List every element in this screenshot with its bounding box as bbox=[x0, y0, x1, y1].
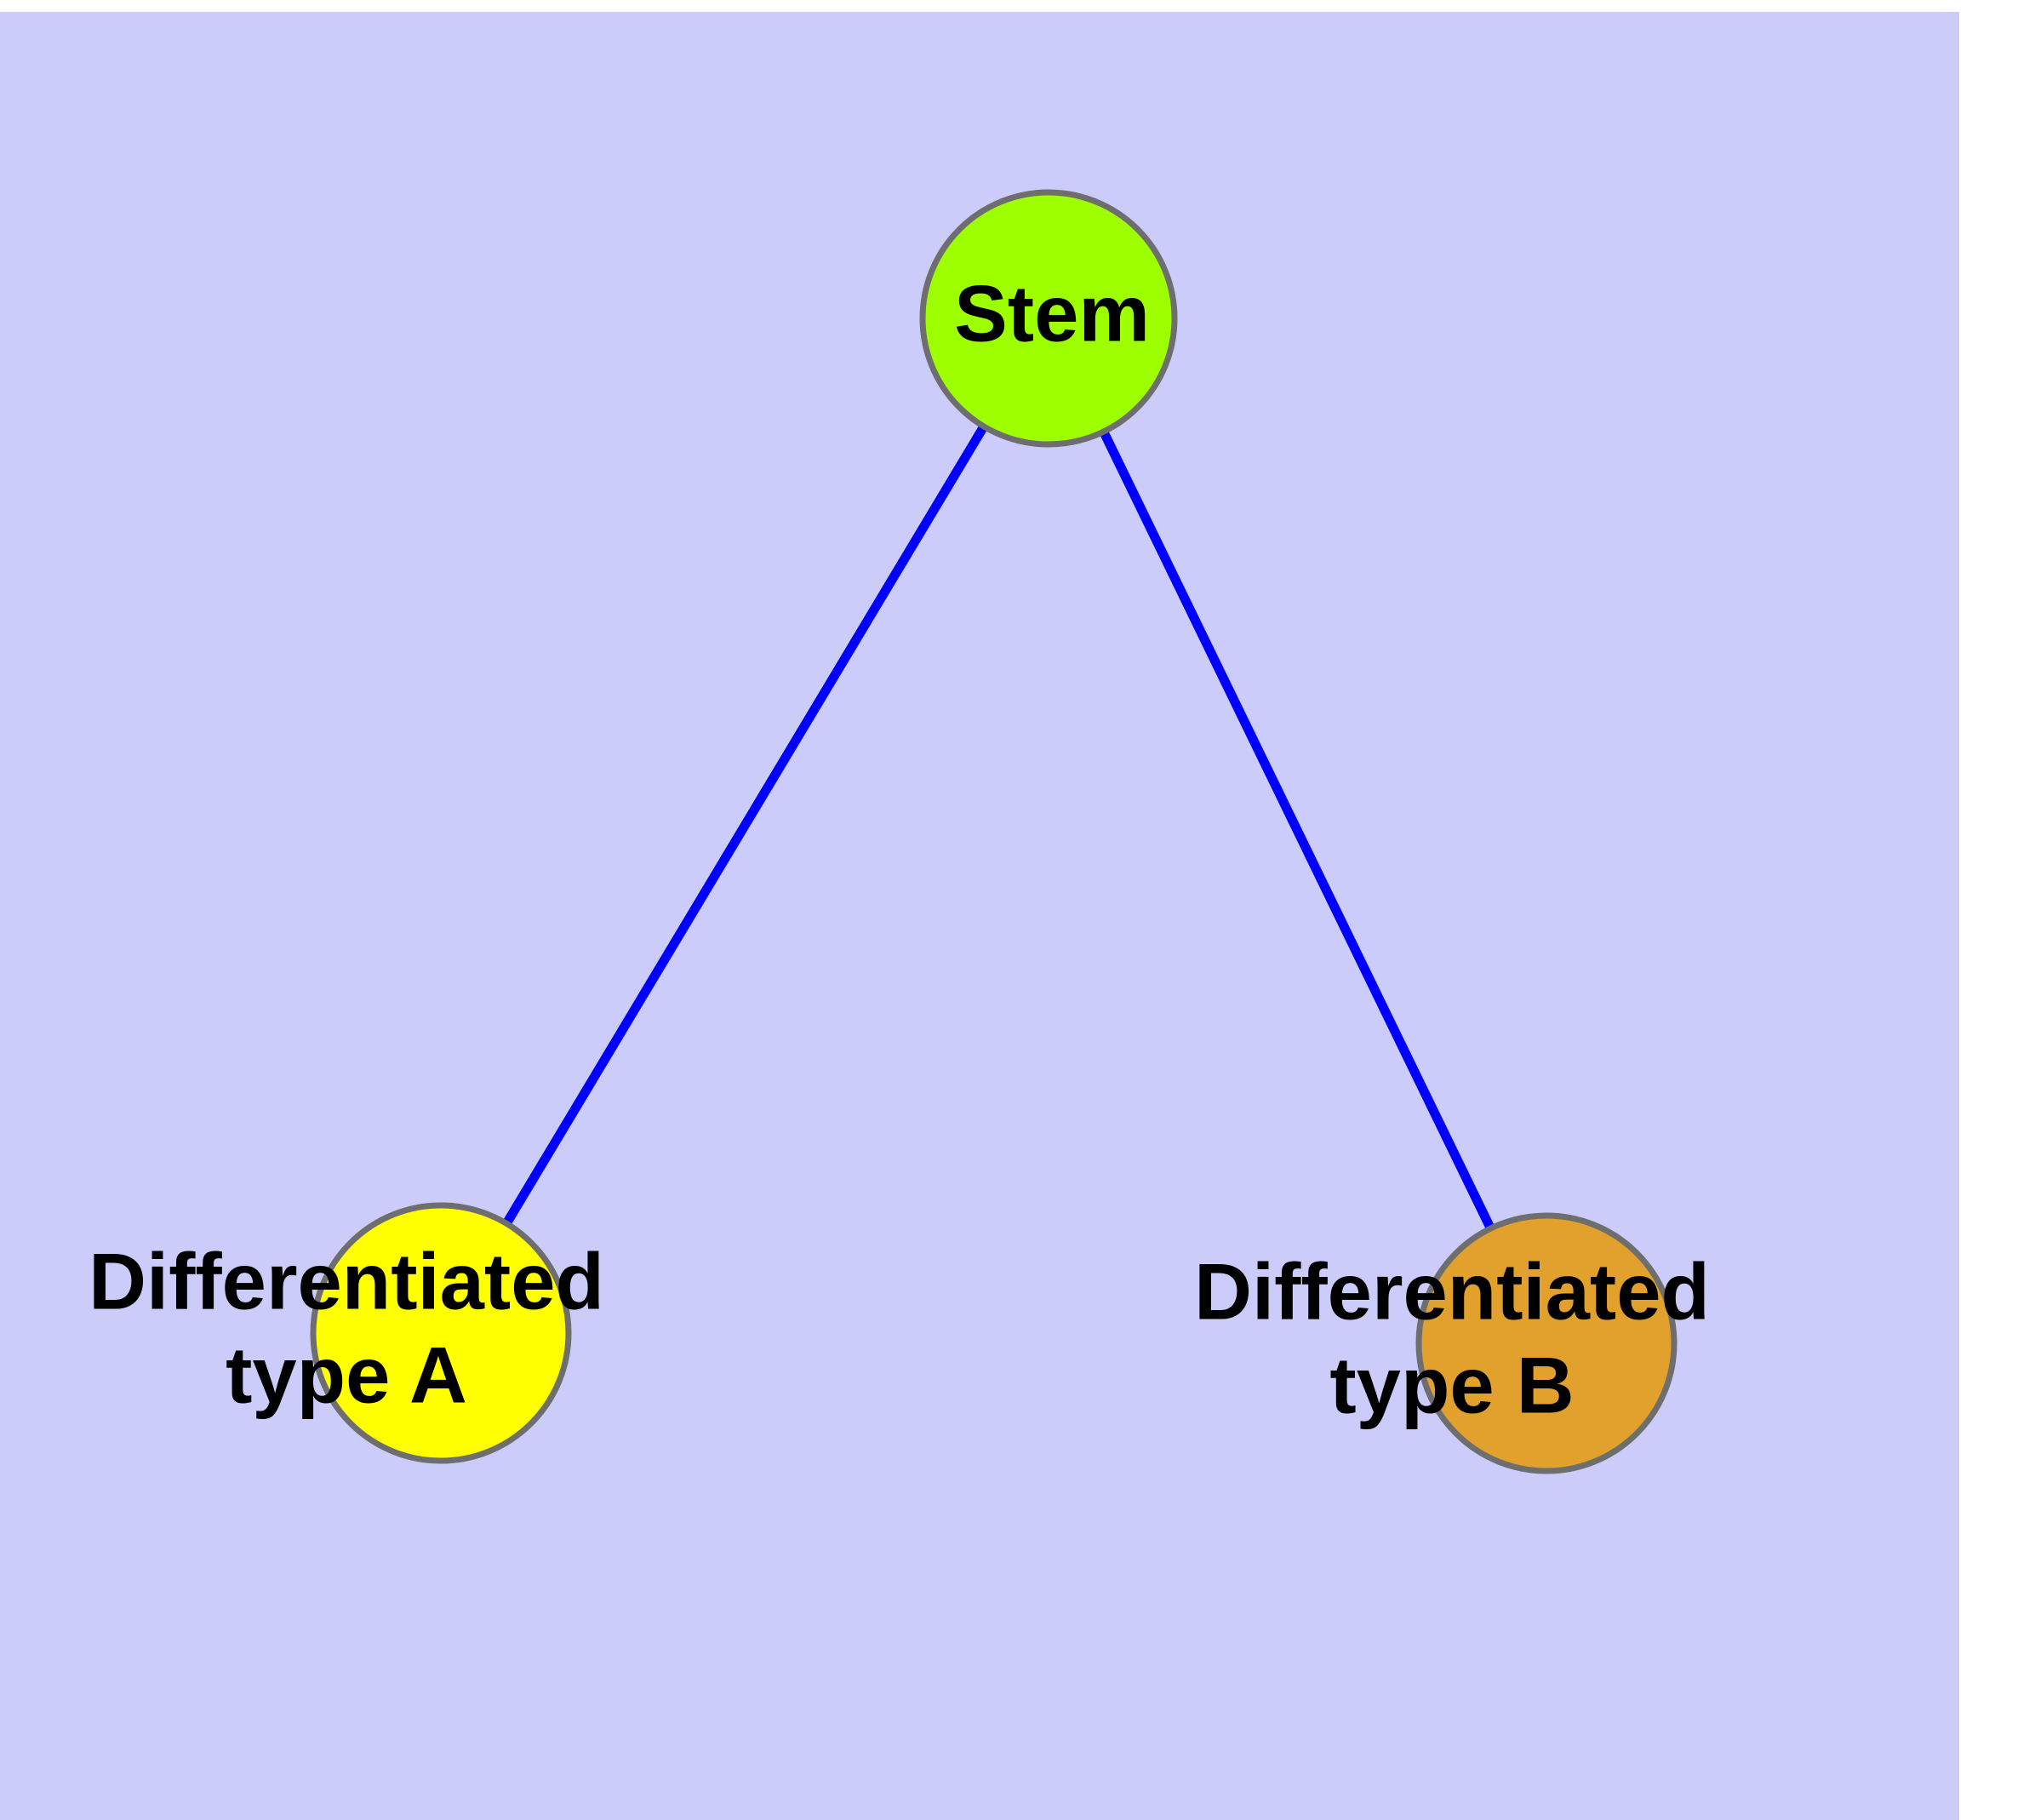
graph-node-diff_a[interactable] bbox=[310, 1202, 572, 1464]
edges-layer bbox=[437, 316, 1551, 1346]
nodes-layer bbox=[310, 189, 1677, 1474]
label-line: Differentiated bbox=[89, 1236, 604, 1325]
graph-edge[interactable] bbox=[437, 316, 1053, 1336]
label-line: Differentiated bbox=[1194, 1246, 1710, 1336]
graph-node-diff_b[interactable] bbox=[1415, 1212, 1677, 1474]
graph-edge[interactable] bbox=[1044, 316, 1551, 1346]
graph-node-label-stem: Stem bbox=[954, 268, 1150, 358]
label-line: type A bbox=[226, 1330, 467, 1419]
label-line: type B bbox=[1329, 1340, 1574, 1429]
label-line: Stem bbox=[954, 268, 1150, 358]
graph-node-stem[interactable] bbox=[919, 189, 1178, 448]
